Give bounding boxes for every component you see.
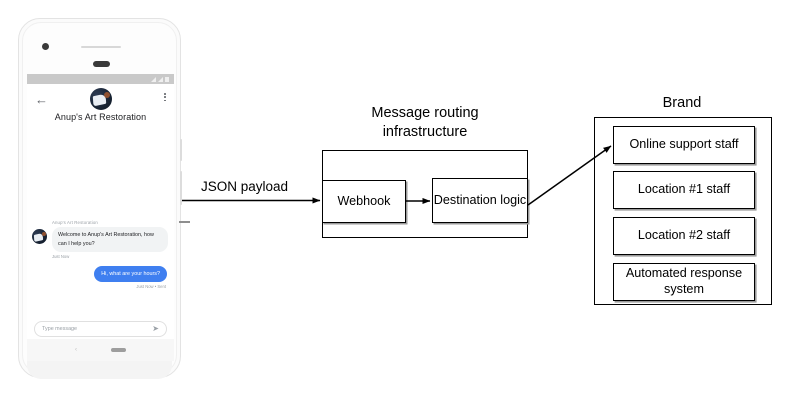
incoming-message-row: Welcome to Anup's Art Restoration, how c… bbox=[27, 227, 174, 252]
recipient-location-2-staff[interactable]: Location #2 staff bbox=[613, 217, 755, 255]
incoming-timestamp: Just Now bbox=[52, 253, 70, 259]
nav-home-pill-icon[interactable] bbox=[111, 348, 126, 352]
side-key-line bbox=[179, 221, 190, 223]
phone-chin bbox=[27, 361, 172, 379]
message-avatar bbox=[32, 229, 47, 245]
android-nav-bar: ‹ bbox=[27, 339, 174, 361]
brand-title: Anup's Art Restoration bbox=[54, 112, 147, 122]
routing-infrastructure-title: Message routing infrastructure bbox=[371, 105, 479, 140]
message-block: Anup's Art Restoration Welcome to Anup's… bbox=[27, 220, 174, 289]
recipient-location-1-staff[interactable]: Location #1 staff bbox=[613, 171, 755, 209]
outgoing-message-bubble: Hi, what are your hours? bbox=[94, 265, 167, 282]
status-bar-icons bbox=[151, 76, 169, 82]
phone-mockup: ← Anup's Art Restoration Anup's Art Rest… bbox=[18, 18, 190, 379]
app-bar: ← Anup's Art Restoration bbox=[27, 84, 174, 136]
incoming-message-bubble: Welcome to Anup's Art Restoration, how c… bbox=[52, 227, 168, 252]
battery-icon bbox=[165, 76, 169, 82]
send-icon[interactable]: ➤ bbox=[152, 324, 159, 333]
message-composer[interactable]: Type message ➤ bbox=[34, 321, 167, 337]
phone-screen: ← Anup's Art Restoration Anup's Art Rest… bbox=[27, 74, 174, 361]
outgoing-message-row: Hi, what are your hours? bbox=[27, 265, 174, 282]
kebab-menu-icon[interactable] bbox=[164, 93, 166, 102]
recipient-automated-response-system[interactable]: Automated response system bbox=[613, 263, 755, 301]
earpiece-grill bbox=[81, 46, 121, 48]
webhook-box[interactable]: Webhook bbox=[322, 180, 406, 223]
outgoing-timestamp: Just Now • Sent bbox=[136, 284, 166, 289]
wifi-icon bbox=[158, 76, 163, 82]
front-camera-icon bbox=[42, 43, 49, 50]
signal-icon bbox=[151, 76, 156, 82]
power-button[interactable] bbox=[179, 171, 182, 205]
recipient-online-support-staff[interactable]: Online support staff bbox=[613, 126, 755, 164]
volume-button[interactable] bbox=[179, 139, 182, 161]
brand-title: Brand bbox=[662, 95, 702, 111]
speaker-slot bbox=[93, 61, 110, 67]
nav-back-icon[interactable]: ‹ bbox=[75, 347, 77, 353]
incoming-sender-name: Anup's Art Restoration bbox=[52, 220, 98, 226]
brand-avatar bbox=[89, 88, 112, 110]
chat-thread: Anup's Art Restoration Welcome to Anup's… bbox=[27, 136, 174, 317]
json-payload-label: JSON payload bbox=[201, 179, 289, 194]
destination-logic-box[interactable]: Destination logic bbox=[432, 178, 528, 223]
back-arrow-icon[interactable]: ← bbox=[35, 92, 48, 107]
status-bar bbox=[27, 74, 174, 84]
brand-avatar-wrapper bbox=[27, 88, 174, 110]
message-input-placeholder[interactable]: Type message bbox=[42, 326, 78, 332]
